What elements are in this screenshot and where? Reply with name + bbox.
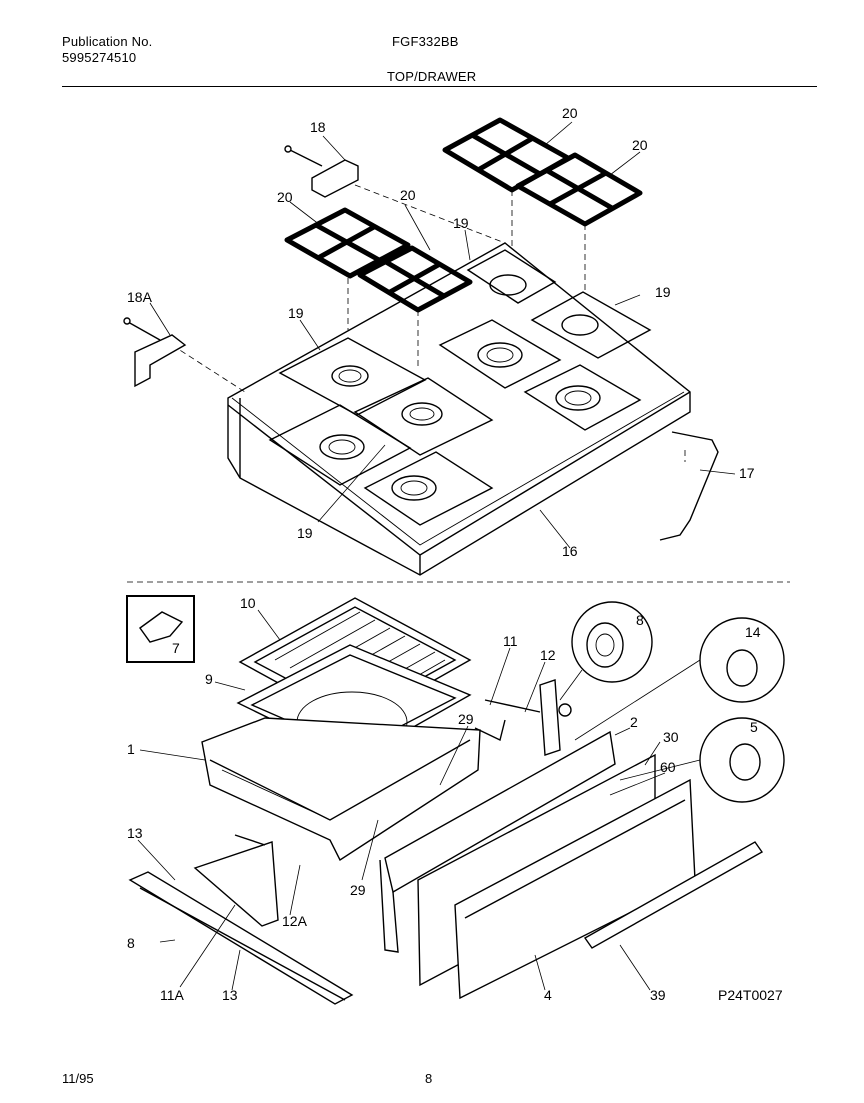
callout-label: 20 xyxy=(277,189,293,205)
page-number: 8 xyxy=(425,1071,433,1086)
bracket-11A xyxy=(193,834,279,927)
callout-label: 19 xyxy=(453,215,469,231)
trim-39 xyxy=(583,841,764,949)
bracket-18A xyxy=(123,317,187,388)
header-rule xyxy=(62,86,817,87)
callout-label: 18A xyxy=(127,289,153,305)
callout-label: 16 xyxy=(562,543,578,559)
model-number: FGF332BB xyxy=(392,34,459,49)
callout-label: 29 xyxy=(350,882,366,898)
cooktop-assembly xyxy=(227,242,691,576)
bracket-18 xyxy=(284,145,359,198)
callout-label: 19 xyxy=(297,525,313,541)
drawer-rails-13 xyxy=(128,871,354,1005)
callout-label: 8 xyxy=(636,612,644,628)
callout-label: 12 xyxy=(540,647,556,663)
callout-labels: 18 20 20 20 20 19 19 19 19 18A 17 16 10 … xyxy=(127,105,783,1003)
callout-label: 13 xyxy=(127,825,143,841)
callout-label: 17 xyxy=(739,465,755,481)
callout-label: 12A xyxy=(282,913,308,929)
publication-label: Publication No. xyxy=(62,34,153,49)
callout-label: 10 xyxy=(240,595,256,611)
callout-label: 19 xyxy=(288,305,304,321)
callout-label: 20 xyxy=(632,137,648,153)
callout-label: 39 xyxy=(650,987,666,1003)
callout-label: 29 xyxy=(458,711,474,727)
publication-number: 5995274510 xyxy=(62,50,137,65)
inset-part-7 xyxy=(126,595,195,663)
callout-label: 13 xyxy=(222,987,238,1003)
callout-label: 11 xyxy=(503,633,518,649)
callout-label: 1 xyxy=(127,741,135,757)
inset-label: 7 xyxy=(172,640,180,656)
callout-label: 30 xyxy=(663,729,679,745)
callout-label: 14 xyxy=(745,624,761,640)
burner-grates xyxy=(284,117,643,313)
drawer-body-1 xyxy=(201,717,481,862)
rod-17 xyxy=(659,431,719,541)
leader-lines xyxy=(137,121,736,991)
callout-label: 5 xyxy=(750,719,758,735)
section-title: TOP/DRAWER xyxy=(387,69,477,84)
callout-label: 20 xyxy=(562,105,578,121)
callout-label: 2 xyxy=(630,714,638,730)
bracket-11-12 xyxy=(474,679,572,756)
knob-callouts xyxy=(559,601,785,803)
diagram-code: P24T0027 xyxy=(718,987,783,1003)
callout-label: 20 xyxy=(400,187,416,203)
callout-label: 4 xyxy=(544,987,552,1003)
alignment-lines xyxy=(127,184,790,583)
callout-label: 18 xyxy=(310,119,326,135)
footer-date: 11/95 xyxy=(62,1071,94,1086)
callout-label: 11A xyxy=(160,987,185,1003)
callout-label: 8 xyxy=(127,935,135,951)
callout-label: 19 xyxy=(655,284,671,300)
callout-label: 9 xyxy=(205,671,213,687)
callout-label: 60 xyxy=(660,759,676,775)
control-panel-2 xyxy=(379,730,616,953)
